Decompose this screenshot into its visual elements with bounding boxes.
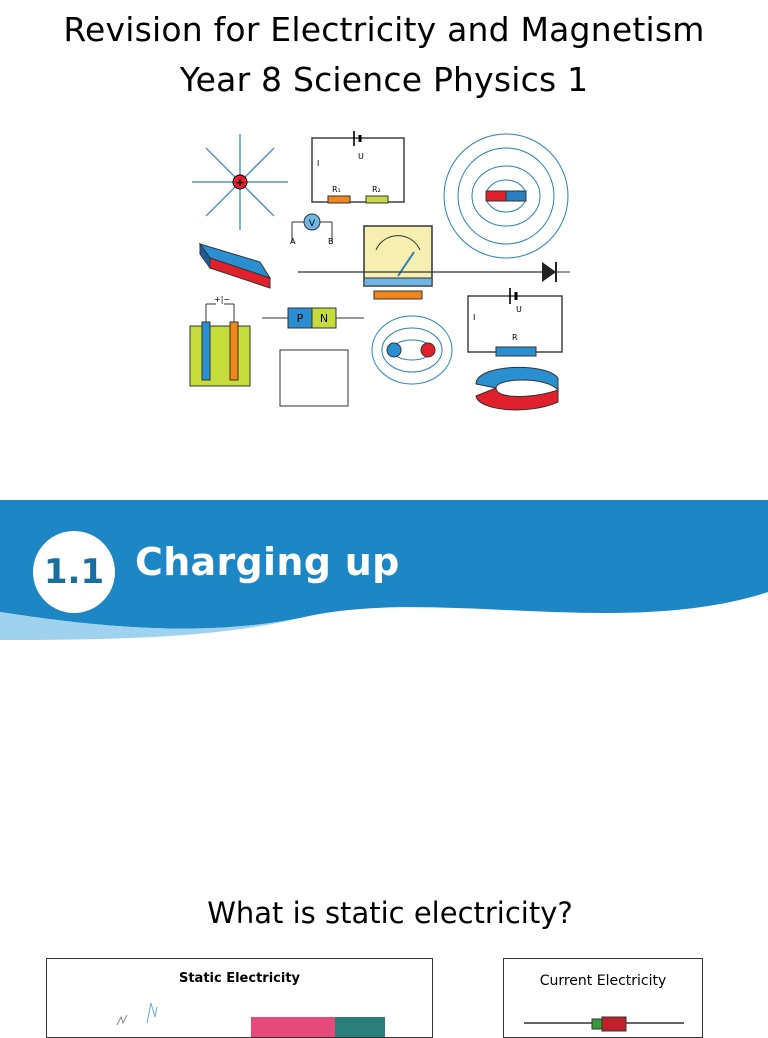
current-label-2: I <box>473 313 475 322</box>
meter-icon <box>363 225 433 287</box>
resistor-label: R <box>512 333 518 342</box>
series-circuit-icon <box>311 137 405 203</box>
section-number: 1.1 <box>43 552 105 592</box>
section-title: Charging up <box>135 540 400 584</box>
current-electricity-card: Current Electricity <box>503 958 703 1038</box>
r2-label: R₂ <box>372 185 381 194</box>
electricity-magnetism-illustration: + I U R₁ R₂ V A B +|− <box>189 131 570 411</box>
static-electricity-card: Static Electricity <box>46 958 433 1038</box>
voltmeter-label: V <box>309 219 316 229</box>
horseshoe-magnet-icon <box>475 366 559 411</box>
n-label: N <box>320 312 328 325</box>
current-card-title: Current Electricity <box>539 973 667 989</box>
current-card-image <box>524 1016 684 1032</box>
point-a-label: A <box>290 237 296 246</box>
voltage-label: U <box>358 152 364 161</box>
p-label: P <box>297 312 304 325</box>
static-card-image <box>116 1002 385 1037</box>
r1-label: R₁ <box>332 185 341 194</box>
point-b-label: B <box>328 237 334 246</box>
dipole-field-icon <box>371 315 453 385</box>
cell-terminal-label: +|− <box>214 295 230 304</box>
svg-text:+: + <box>235 176 244 189</box>
voltage-label-2: U <box>516 305 522 314</box>
electrochemical-cell-icon: +|− <box>189 295 251 387</box>
section-banner <box>0 500 768 640</box>
page-title-line-1: Revision for Electricity and Magnetism <box>63 10 705 49</box>
question-heading: What is static electricity? <box>207 896 573 930</box>
positive-charge-field-icon <box>192 134 288 230</box>
static-card-title: Static Electricity <box>178 971 301 986</box>
current-label: I <box>317 159 319 168</box>
page-title-line-2: Year 8 Science Physics 1 <box>179 60 589 99</box>
